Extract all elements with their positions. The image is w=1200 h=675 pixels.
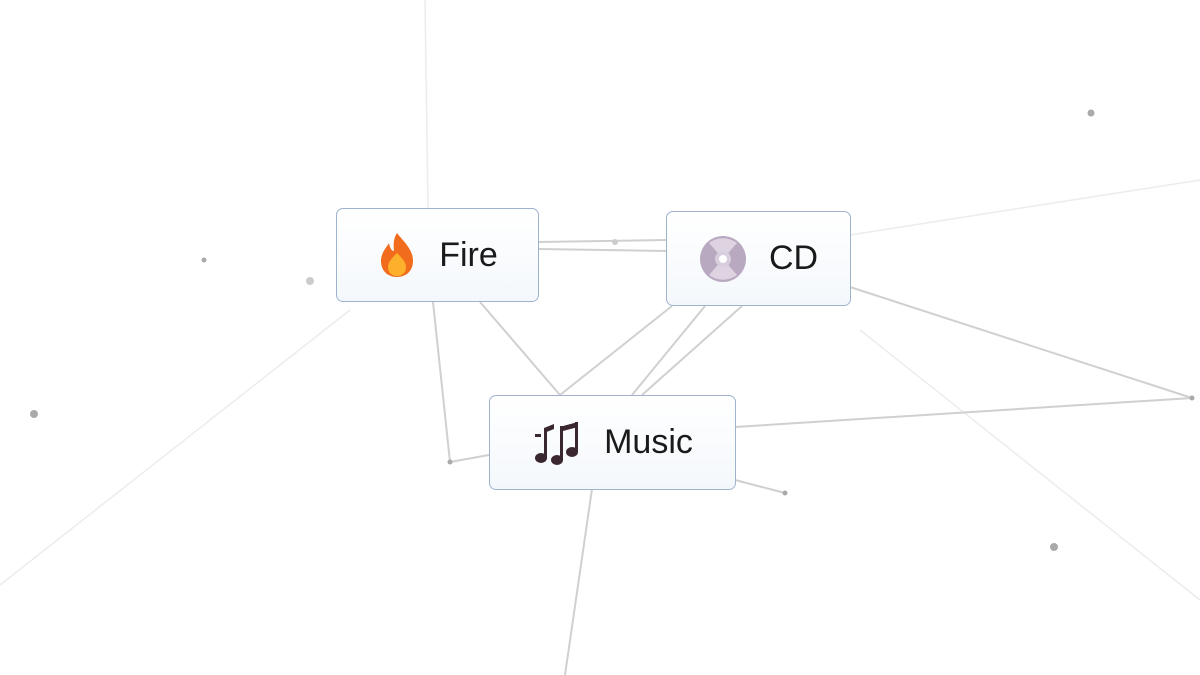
item-label: Fire (439, 235, 498, 274)
item-label: Music (604, 423, 693, 461)
connection-lines (432, 239, 1193, 675)
item-cd[interactable]: CD (666, 211, 851, 306)
item-label: CD (768, 239, 819, 277)
particle-dots (30, 109, 1195, 551)
item-fire[interactable]: Fire (336, 208, 539, 302)
cd-icon (699, 235, 747, 283)
faint-connection-lines (0, 0, 1200, 601)
fire-icon (377, 231, 417, 279)
music-notes-icon (532, 420, 582, 466)
item-music[interactable]: Music (489, 395, 736, 490)
